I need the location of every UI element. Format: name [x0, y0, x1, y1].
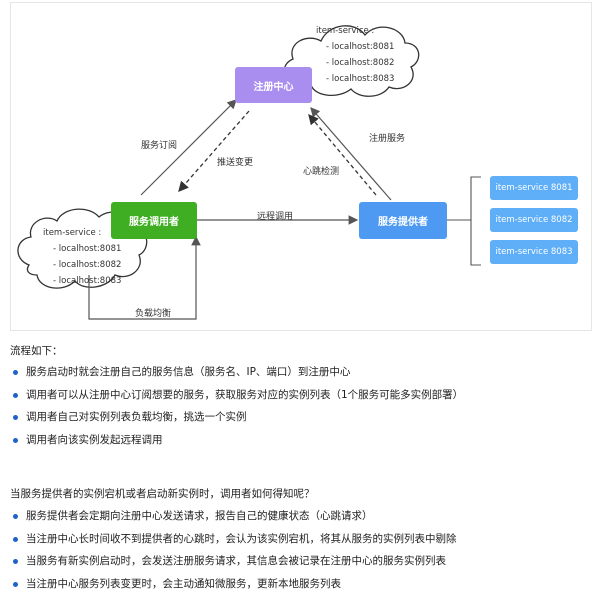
consumer-label: 服务调用者: [129, 217, 179, 228]
list-item: 当注册中心服务列表变更时，会主动通知微服务，更新本地服务列表: [10, 573, 600, 596]
registry-label: 注册中心: [253, 81, 294, 93]
list-item: 服务提供者会定期向注册中心发送请求，报告自己的健康状态（心跳请求）: [10, 505, 600, 528]
list-item: 当注册中心长时间收不到提供者的心跳时，会认为该实例宕机，将其从服务的实例列表中剔…: [10, 528, 600, 551]
bullet-icon: [13, 559, 18, 564]
list-item-text: 调用者向该实例发起远程调用: [26, 433, 163, 446]
registry-cloud-text: item-service : - localhost:8081 - localh…: [316, 23, 394, 87]
bullet-icon: [13, 370, 18, 375]
list-item: 服务启动时就会注册自己的服务信息（服务名、IP、端口）到注册中心: [10, 361, 600, 384]
edge-label-subscribe: 服务订阅: [141, 141, 178, 151]
bullet-icon: [13, 514, 18, 519]
list-item: 调用者可以从注册中心订阅想要的服务，获取服务对应的实例列表（1个服务可能多实例部…: [10, 384, 600, 407]
provider-label: 服务提供者: [378, 217, 428, 228]
consumer-cloud-shape: [17, 208, 148, 289]
bullet-icon: [13, 437, 18, 443]
edge-label-rpc: 远程调用: [257, 212, 294, 222]
provider-box: 服务提供者: [359, 202, 447, 239]
instance-box-8081: item-service 8081: [490, 176, 578, 200]
load-balance-arrow: [88, 235, 201, 320]
list-item-text: 服务提供者会定期向注册中心发送请求，报告自己的健康状态（心跳请求）: [26, 510, 373, 522]
flow-list: 服务启动时就会注册自己的服务信息（服务名、IP、端口）到注册中心 调用者可以从注…: [10, 361, 600, 451]
instance-bracket: [470, 176, 481, 266]
registry-cloud-shape: [283, 25, 420, 97]
registry-cloud-line: - localhost:8082: [326, 58, 395, 68]
list-item-text: 服务启动时就会注册自己的服务信息（服务名、IP、端口）到注册中心: [26, 366, 351, 378]
list-item-text: 当服务有新实例启动时，会发送注册服务请求，其信息会被记录在注册中心的服务实例列表: [26, 555, 446, 567]
consumer-cloud-title: item-service :: [43, 228, 102, 238]
architecture-diagram: 注册中心 服务调用者 服务提供者 item-service : - localh…: [10, 2, 592, 331]
edge-label-load-balance: 负载均衡: [135, 309, 172, 319]
registry-box: 注册中心: [235, 67, 312, 103]
list-item: 当服务有新实例启动时，会发送注册服务请求，其信息会被记录在注册中心的服务实例列表: [10, 550, 600, 573]
flow-heading: 流程如下：: [10, 345, 63, 357]
consumer-cloud-line: - localhost:8083: [53, 276, 122, 286]
list-item: 调用者向该实例发起远程调用: [10, 429, 600, 452]
registry-cloud-line: - localhost:8083: [326, 74, 395, 84]
push-arrow: [178, 110, 250, 192]
registry-cloud-title: item-service :: [316, 26, 375, 36]
instance-label: item-service 8081: [495, 183, 573, 193]
instance-label: item-service 8083: [495, 247, 573, 257]
instance-label: item-service 8082: [495, 215, 573, 225]
list-item-text: 调用者可以从注册中心订阅想要的服务，获取服务对应的实例列表（1个服务可能多实例部…: [26, 388, 464, 401]
instance-box-8082: item-service 8082: [490, 208, 578, 232]
register-arrow: [310, 107, 392, 201]
list-item: 调用者自己对实例列表负载均衡，挑选一个实例: [10, 406, 600, 429]
list-item-text: 调用者自己对实例列表负载均衡，挑选一个实例: [26, 411, 247, 423]
subscribe-arrow: [140, 99, 237, 196]
diagram-canvas: [17, 25, 481, 320]
question-heading: 当服务提供者的实例宕机或者启动新实例时，调用者如何得知呢？: [10, 488, 315, 500]
edge-label-register: 注册服务: [369, 134, 406, 144]
consumer-cloud-line: - localhost:8081: [53, 244, 122, 254]
bullet-icon: [13, 415, 18, 420]
consumer-cloud-text: item-service : - localhost:8081 - localh…: [43, 225, 121, 289]
list-item-text: 当注册中心服务列表变更时，会主动通知微服务，更新本地服务列表: [26, 577, 341, 590]
bullet-icon: [13, 392, 18, 398]
consumer-cloud-line: - localhost:8082: [53, 260, 122, 270]
registry-cloud-line: - localhost:8081: [326, 42, 395, 52]
edge-label-push: 推送变更: [217, 158, 254, 168]
bullet-icon: [13, 536, 18, 542]
question-list: 服务提供者会定期向注册中心发送请求，报告自己的健康状态（心跳请求） 当注册中心长…: [10, 505, 600, 595]
instance-box-8083: item-service 8083: [490, 240, 578, 264]
bullet-icon: [13, 581, 18, 587]
edge-label-heartbeat: 心跳检测: [303, 167, 340, 177]
list-item-text: 当注册中心长时间收不到提供者的心跳时，会认为该实例宕机，将其从服务的实例列表中剔…: [26, 532, 457, 545]
consumer-box: 服务调用者: [111, 202, 197, 239]
heartbeat-arrow: [308, 114, 377, 196]
